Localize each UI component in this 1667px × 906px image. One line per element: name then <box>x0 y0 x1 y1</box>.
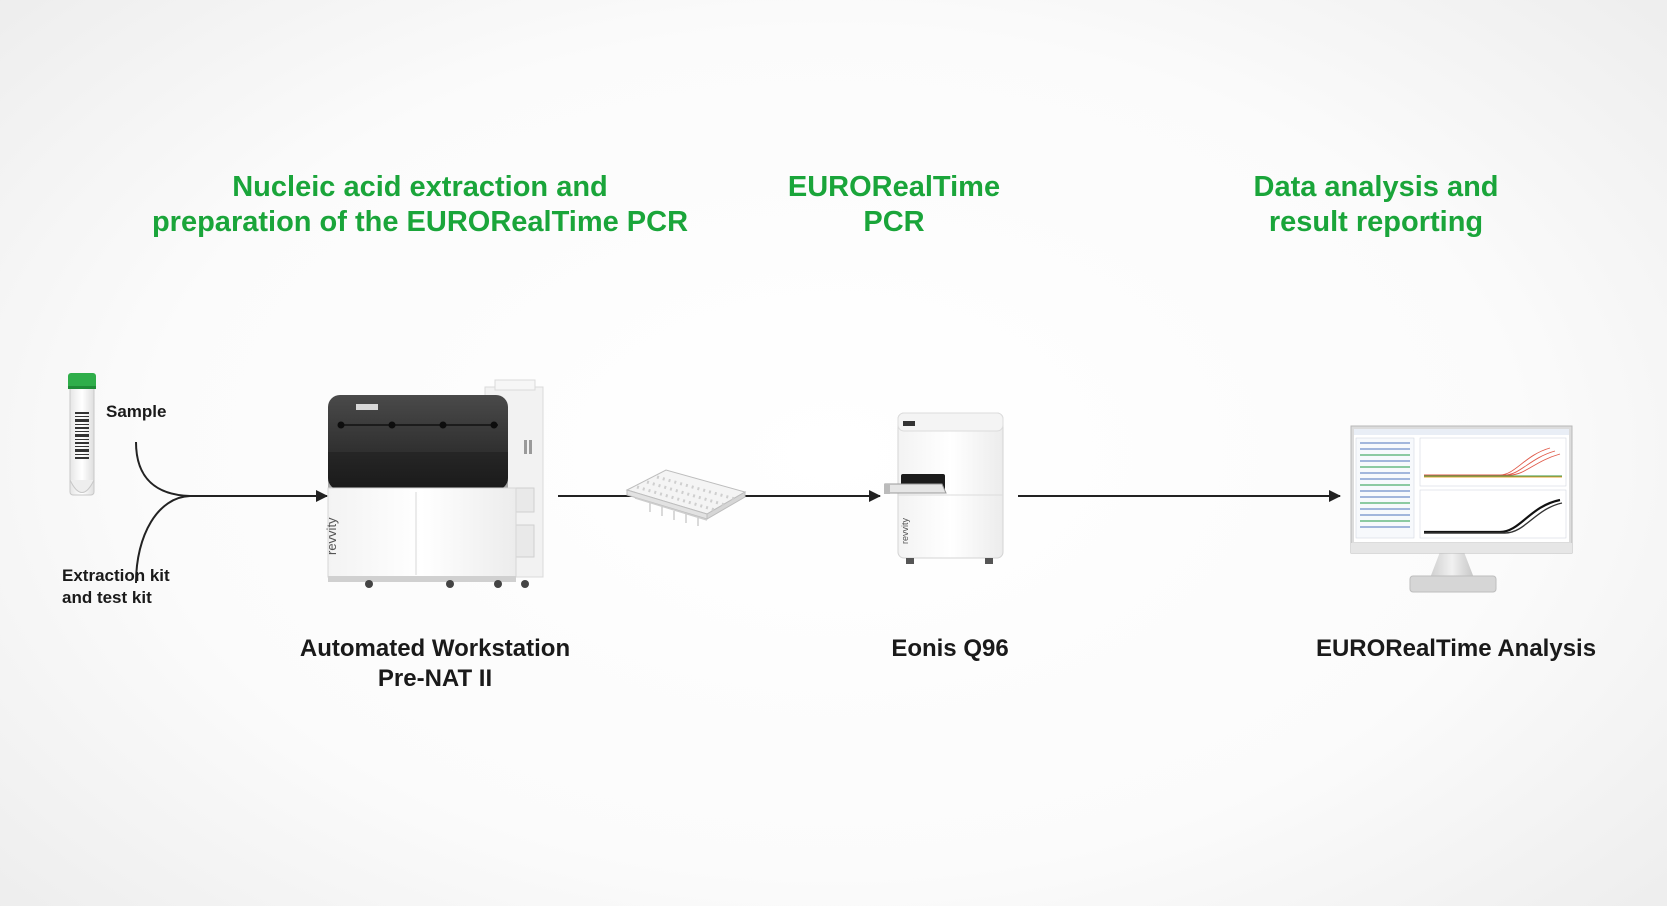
barcode-icon <box>75 412 89 459</box>
sample-list-rows <box>1360 442 1410 528</box>
kit-input-curve <box>135 495 191 584</box>
sample-label-text: Sample <box>106 402 167 421</box>
caption-line: EURORealTime Analysis <box>1315 635 1597 662</box>
brand-logo: revvity <box>900 517 910 544</box>
workstation-image: revvity <box>324 379 544 588</box>
eonis-q96-image: revvity <box>884 412 1004 564</box>
caption-eonis-q96: Eonis Q96 <box>800 634 1100 664</box>
caption-line: Pre-NAT II <box>377 665 493 692</box>
caption-analysis-software: EURORealTime Analysis <box>1286 634 1626 664</box>
brand-logo: revvity <box>324 517 339 555</box>
kits-label: Extraction kit and test kit <box>62 565 170 609</box>
sample-label: Sample <box>106 401 166 423</box>
sample-tube-icon <box>68 373 96 496</box>
pcr-plate-icon <box>625 469 747 526</box>
caption-line: Eonis Q96 <box>891 635 1009 662</box>
stage-title-line: preparation of the EURORealTime PCR <box>151 206 689 238</box>
stage-title-line: PCR <box>863 206 925 238</box>
stage-title-line: Data analysis and <box>1253 171 1499 203</box>
caption-workstation: Automated Workstation Pre-NAT II <box>245 634 625 694</box>
stage-title-line: result reporting <box>1268 206 1484 238</box>
analysis-monitor-image <box>1350 425 1573 593</box>
stage-title-line: Nucleic acid extraction and <box>232 171 608 203</box>
stage-title-extraction: Nucleic acid extraction and preparation … <box>150 170 690 240</box>
caption-line: Automated Workstation <box>299 635 571 662</box>
amplification-curves <box>1424 447 1563 534</box>
stage-title-line: EURORealTime <box>787 171 1001 203</box>
kits-label-line: Extraction kit <box>62 566 170 585</box>
stage-title-analysis: Data analysis and result reporting <box>1226 170 1526 240</box>
stage-title-pcr: EURORealTime PCR <box>744 170 1044 240</box>
sample-input-curve <box>135 441 191 497</box>
kits-label-line: and test kit <box>62 588 152 607</box>
